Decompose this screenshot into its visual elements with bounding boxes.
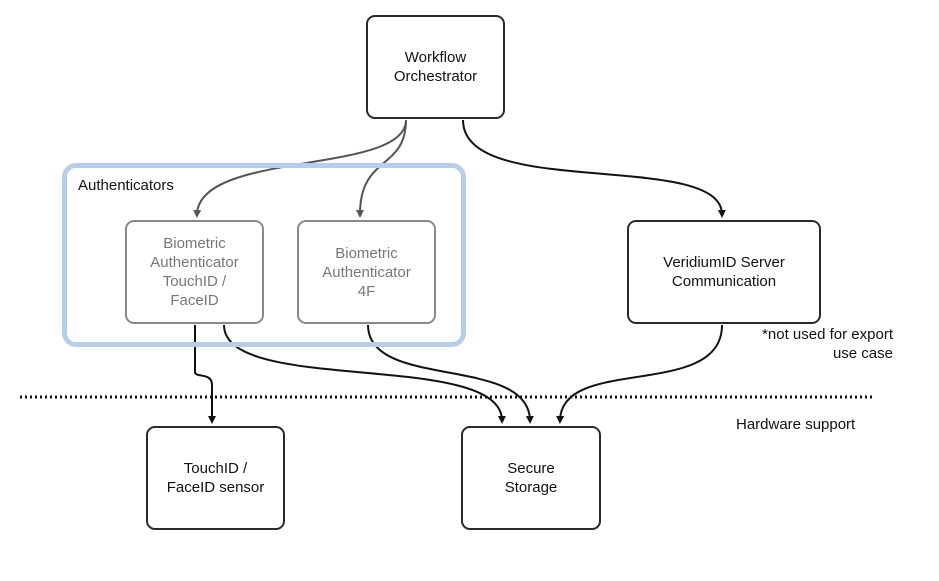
edge-touchid-to-storage	[223, 324, 506, 424]
workflow-orchestrator-node: Workflow Orchestrator	[366, 15, 505, 119]
biometric-authenticator-4f-label: Biometric Authenticator 4F	[322, 244, 411, 300]
edge-orchestrator-to-server	[462, 119, 726, 218]
veridiumid-server-label: VeridiumID Server Communication	[663, 254, 785, 290]
touchid-faceid-sensor-label: TouchID / FaceID sensor	[166, 460, 265, 496]
secure-storage-label: Secure Storage	[504, 460, 558, 496]
touchid-faceid-sensor-node: TouchID / FaceID sensor	[146, 426, 285, 530]
biometric-authenticator-4f-node: Biometric Authenticator 4F	[297, 220, 436, 324]
edge-server-to-storage	[556, 324, 723, 424]
secure-storage-node: Secure Storage	[461, 426, 601, 530]
biometric-authenticator-touchid-node: Biometric Authenticator TouchID / FaceID	[125, 220, 264, 324]
export-note: *not used for export use case	[762, 326, 893, 362]
hardware-support-label: Hardware support	[736, 416, 856, 433]
workflow-orchestrator-label: Workflow Orchestrator	[393, 49, 478, 85]
edge-touchid-to-sensor	[194, 325, 216, 424]
biometric-authenticator-touchid-label: Biometric Authenticator TouchID / FaceID	[150, 235, 239, 309]
authenticators-group	[62, 163, 466, 347]
authenticators-group-label: Authenticators	[78, 177, 174, 194]
veridiumid-server-node: VeridiumID Server Communication	[627, 220, 821, 324]
